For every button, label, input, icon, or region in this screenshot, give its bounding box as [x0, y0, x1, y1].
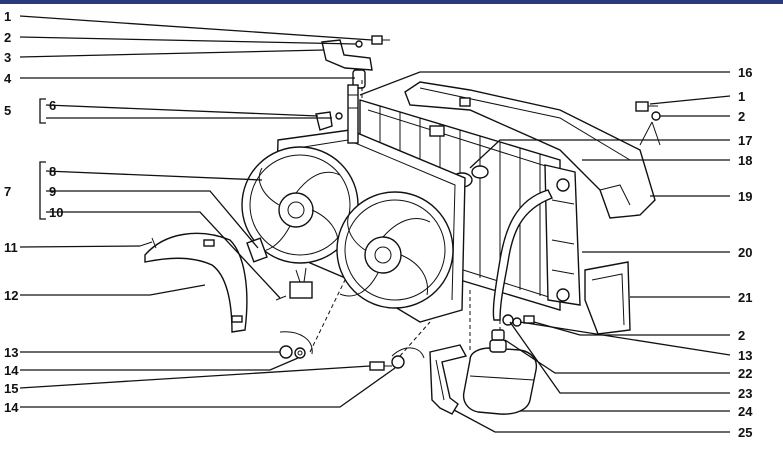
callout-13-right: 13 [738, 348, 752, 363]
connector-screw [275, 295, 287, 301]
callout-2-right-lower: 2 [738, 328, 745, 343]
left-cooling-fan [241, 146, 359, 264]
callout-14-upper: 14 [4, 363, 19, 378]
callout-16: 16 [738, 65, 752, 80]
callout-11: 11 [4, 240, 18, 255]
callout-22: 22 [738, 366, 752, 381]
fan-wiring-connector [246, 237, 313, 299]
callout-2-right-upper: 2 [738, 109, 745, 124]
leader-lines-right [359, 71, 731, 433]
radiator-bottom-bracket [584, 261, 631, 335]
air-guide-shield [144, 232, 248, 333]
callout-5: 5 [4, 103, 11, 118]
radiator-top-mount [347, 84, 359, 144]
callout-17: 17 [738, 133, 752, 148]
side-mount-bushing [315, 111, 343, 131]
tank-mounting-strap [429, 344, 468, 415]
radiator-side-tank [544, 164, 581, 306]
callout-13: 13 [4, 345, 18, 360]
callout-18: 18 [738, 153, 752, 168]
callout-labels-right: 16 1 2 17 18 19 20 21 2 13 22 23 24 25 [738, 65, 753, 440]
callout-21: 21 [738, 290, 752, 305]
expansion-tank [462, 329, 538, 415]
callout-8: 8 [49, 164, 56, 179]
leader-lines-left [19, 15, 396, 408]
fasteners-lower-right [502, 314, 535, 327]
callout-group-brackets [39, 98, 46, 220]
top-border-bar [0, 0, 783, 4]
callout-12: 12 [4, 288, 18, 303]
upper-mount-parts-right [635, 101, 661, 146]
callout-7: 7 [4, 184, 11, 199]
callout-2: 2 [4, 30, 11, 45]
callout-14-lower: 14 [4, 400, 19, 415]
callout-15: 15 [4, 381, 18, 396]
right-cooling-fan [336, 191, 454, 309]
shield-screw [139, 237, 157, 249]
radiator-top-cover [404, 81, 656, 219]
assembly-guide-lines [361, 80, 501, 350]
callout-9: 9 [49, 184, 56, 199]
callout-19: 19 [738, 189, 752, 204]
callout-23: 23 [738, 386, 752, 401]
callout-10: 10 [49, 205, 63, 220]
callout-3: 3 [4, 50, 11, 65]
callout-20: 20 [738, 245, 752, 260]
callout-1-right: 1 [738, 89, 745, 104]
callout-1: 1 [4, 9, 11, 24]
callout-24: 24 [738, 404, 753, 419]
callout-25: 25 [738, 425, 752, 440]
callout-labels-left: 1 2 3 4 5 6 7 8 9 10 11 12 13 14 15 14 [4, 9, 63, 415]
callout-6: 6 [49, 98, 56, 113]
callout-4: 4 [4, 71, 12, 86]
